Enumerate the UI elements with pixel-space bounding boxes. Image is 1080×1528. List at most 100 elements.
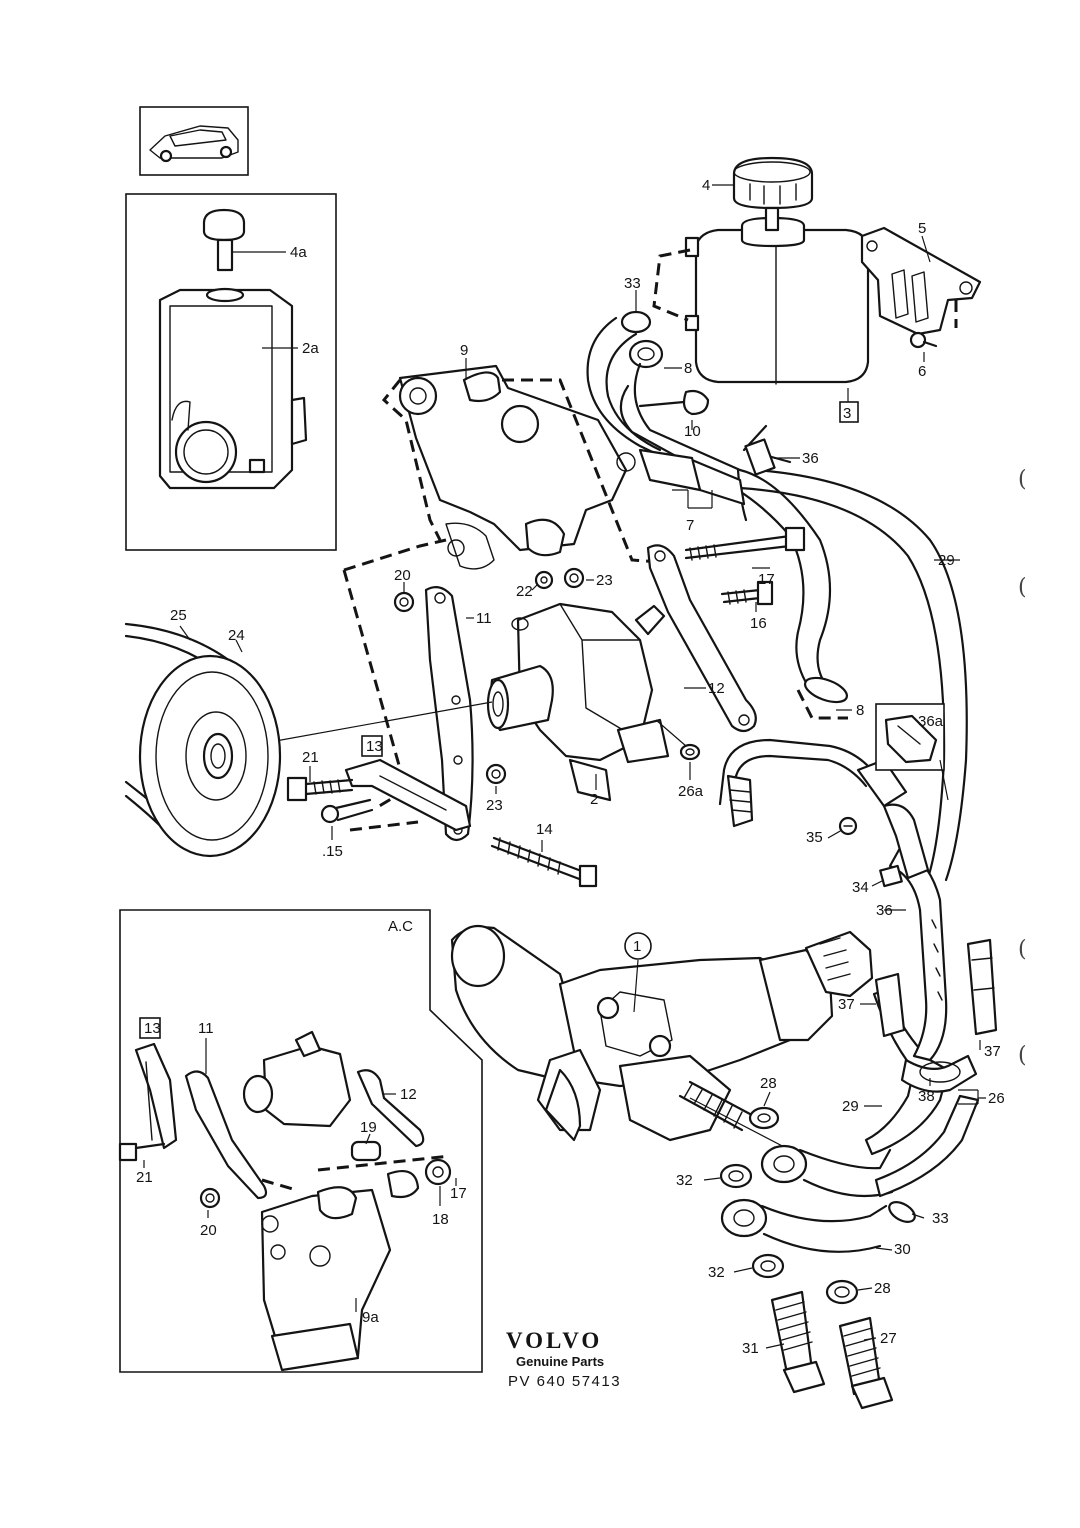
callout-box-13-ac xyxy=(139,1017,161,1039)
label-28-lower: 28 xyxy=(874,1280,891,1297)
hose-7-part xyxy=(638,448,746,506)
label-20: 20 xyxy=(394,567,411,584)
ac-spacer-19-part xyxy=(350,1140,382,1162)
nut-20-part xyxy=(393,591,415,613)
pulley-axis-line xyxy=(269,701,493,743)
banjo-fitting-upper-part xyxy=(760,1144,894,1198)
label-13-main: 13 xyxy=(366,738,383,755)
washer-32-upper-part xyxy=(719,1163,753,1189)
label-29-lower: 29 xyxy=(842,1098,859,1115)
washer-26a-part xyxy=(679,743,701,761)
label-38: 38 xyxy=(918,1088,935,1105)
bolt-14-part xyxy=(490,836,598,888)
leader-lines xyxy=(143,184,986,1349)
label-3: 3 xyxy=(843,405,851,422)
label-14: 14 xyxy=(536,821,553,838)
ac-nut-20-part xyxy=(199,1187,221,1209)
label-37-right: 37 xyxy=(984,1043,1001,1060)
washer-32-lower-part xyxy=(751,1253,785,1279)
label-16: 16 xyxy=(750,615,767,632)
clip-34-part xyxy=(879,864,903,888)
cap-4-part xyxy=(732,156,814,232)
catalog-code: PV 640 57413 xyxy=(508,1373,621,1390)
washer-26a-axis xyxy=(655,719,687,747)
label-9: 9 xyxy=(460,342,468,359)
pipe-30-part xyxy=(874,1094,980,1198)
edge-mark: ( xyxy=(1018,467,1027,492)
label-11-ac: 11 xyxy=(198,1020,214,1037)
clamp-33-lower-part xyxy=(888,1201,916,1223)
volvo-logo: VOLVO xyxy=(506,1328,602,1353)
screw-15-dashed-link xyxy=(349,820,419,832)
tensioner-13-part xyxy=(344,758,472,832)
screw-6-part xyxy=(909,331,938,349)
label-12: 12 xyxy=(708,680,725,697)
label-37-left: 37 xyxy=(838,996,855,1013)
clip-37-right-part xyxy=(966,938,998,1036)
label-17-ac: 17 xyxy=(450,1185,467,1202)
clamp-33-upper-part xyxy=(620,310,664,369)
reservoir-3-part xyxy=(684,216,870,385)
label-36a: 36a xyxy=(918,713,944,730)
edge-mark: ( xyxy=(1018,1043,1027,1068)
car-thumbnail-icon xyxy=(139,106,249,176)
clamp-8-lower-part xyxy=(796,676,849,720)
ac-bolt-21-part xyxy=(118,1142,166,1162)
screw-35-part xyxy=(838,816,858,836)
label-13-ac: 13 xyxy=(144,1020,161,1037)
label-23-lower: 23 xyxy=(486,797,503,814)
bolt-31-part xyxy=(770,1290,826,1394)
ac-tensioner-13-part xyxy=(134,1042,178,1150)
label-22: 22 xyxy=(516,583,533,600)
steering-gear-1-part xyxy=(450,924,874,1142)
label-5: 5 xyxy=(918,220,926,237)
bracket-12-part xyxy=(646,544,757,733)
ac-bracket-9a-part xyxy=(260,1170,420,1372)
label-18: 18 xyxy=(432,1211,449,1228)
bolt-17-part xyxy=(684,526,806,561)
label-31: 31 xyxy=(742,1340,759,1357)
label-19: 19 xyxy=(360,1119,377,1136)
ac-bracket-12-part xyxy=(356,1069,425,1148)
label-33-upper: 33 xyxy=(624,275,641,292)
edge-marks: ( ( ( ( xyxy=(1018,467,1027,1068)
hose-36-lower-part xyxy=(888,846,948,1062)
reservoir-dashed-link xyxy=(652,248,691,322)
label-36-lower: 36 xyxy=(876,902,893,919)
label-32-upper: 32 xyxy=(676,1172,693,1189)
label-35: 35 xyxy=(806,829,823,846)
label-9a: 9a xyxy=(362,1309,379,1326)
callout-1-leader xyxy=(633,959,639,1013)
hose-29-outer xyxy=(754,468,968,882)
brand-block: VOLVO Genuine Parts PV 640 57413 xyxy=(506,1328,621,1390)
label-29-upper: 29 xyxy=(938,552,955,569)
label-2a: 2a xyxy=(302,340,319,357)
label-7: 7 xyxy=(686,517,694,534)
label-28-upper: 28 xyxy=(760,1075,777,1092)
part-labels: 4 4a 2a 5 6 3 33 8 9 10 36 7 29 17 16 20… xyxy=(136,177,1005,1357)
label-10: 10 xyxy=(684,423,701,440)
label-20-ac: 20 xyxy=(200,1222,217,1239)
bracket-9-part xyxy=(398,364,636,570)
label-27: 27 xyxy=(880,1330,897,1347)
label-15: .15 xyxy=(322,843,343,860)
bolt-10-part xyxy=(638,389,710,416)
tie-36-part xyxy=(736,424,792,522)
label-30: 30 xyxy=(894,1241,911,1258)
label-26a: 26a xyxy=(678,783,704,800)
label-33-lower: 33 xyxy=(932,1210,949,1227)
label-6: 6 xyxy=(918,363,926,380)
label-8-lower: 8 xyxy=(856,702,864,719)
reservoir-2a-part xyxy=(158,287,308,490)
valve-axis-line xyxy=(689,1097,791,1151)
label-36-upper: 36 xyxy=(802,450,819,467)
ac-inset-panel xyxy=(118,909,483,1373)
screw-15-part xyxy=(320,798,374,824)
callout-circle-1 xyxy=(624,932,652,960)
label-32-lower: 32 xyxy=(708,1264,725,1281)
bolt-21-part xyxy=(286,776,354,802)
cap-4a-part xyxy=(202,208,246,272)
clip-36a-detail xyxy=(875,703,945,771)
